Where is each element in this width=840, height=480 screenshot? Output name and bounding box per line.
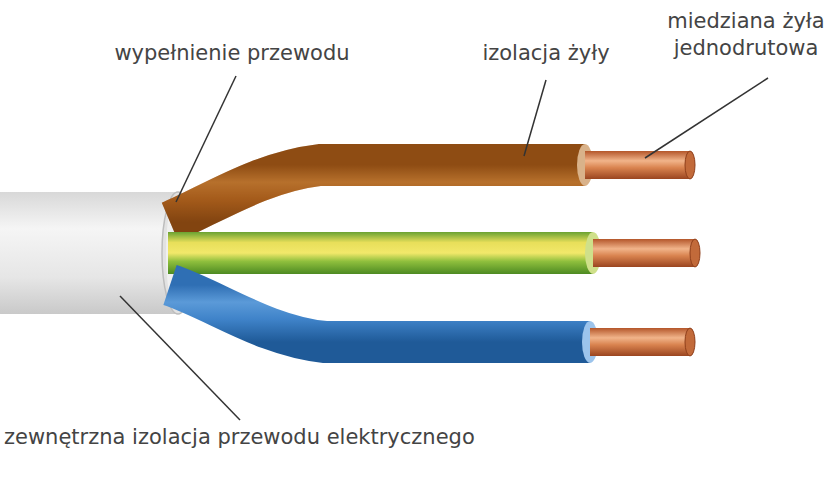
- brown-wire: [170, 144, 695, 222]
- outer-sheath: [0, 192, 194, 314]
- part-label: wypełnienie przewodu: [114, 40, 349, 67]
- green-yellow-wire: [168, 232, 700, 274]
- part-label: zewnętrzna izolacja przewodu elektryczne…: [4, 424, 475, 451]
- part-label: miedziana żyła jednodrutowa: [656, 8, 836, 63]
- blue-wire: [170, 285, 695, 363]
- part-label: izolacja żyły: [482, 40, 609, 67]
- leader-lines: [120, 76, 768, 420]
